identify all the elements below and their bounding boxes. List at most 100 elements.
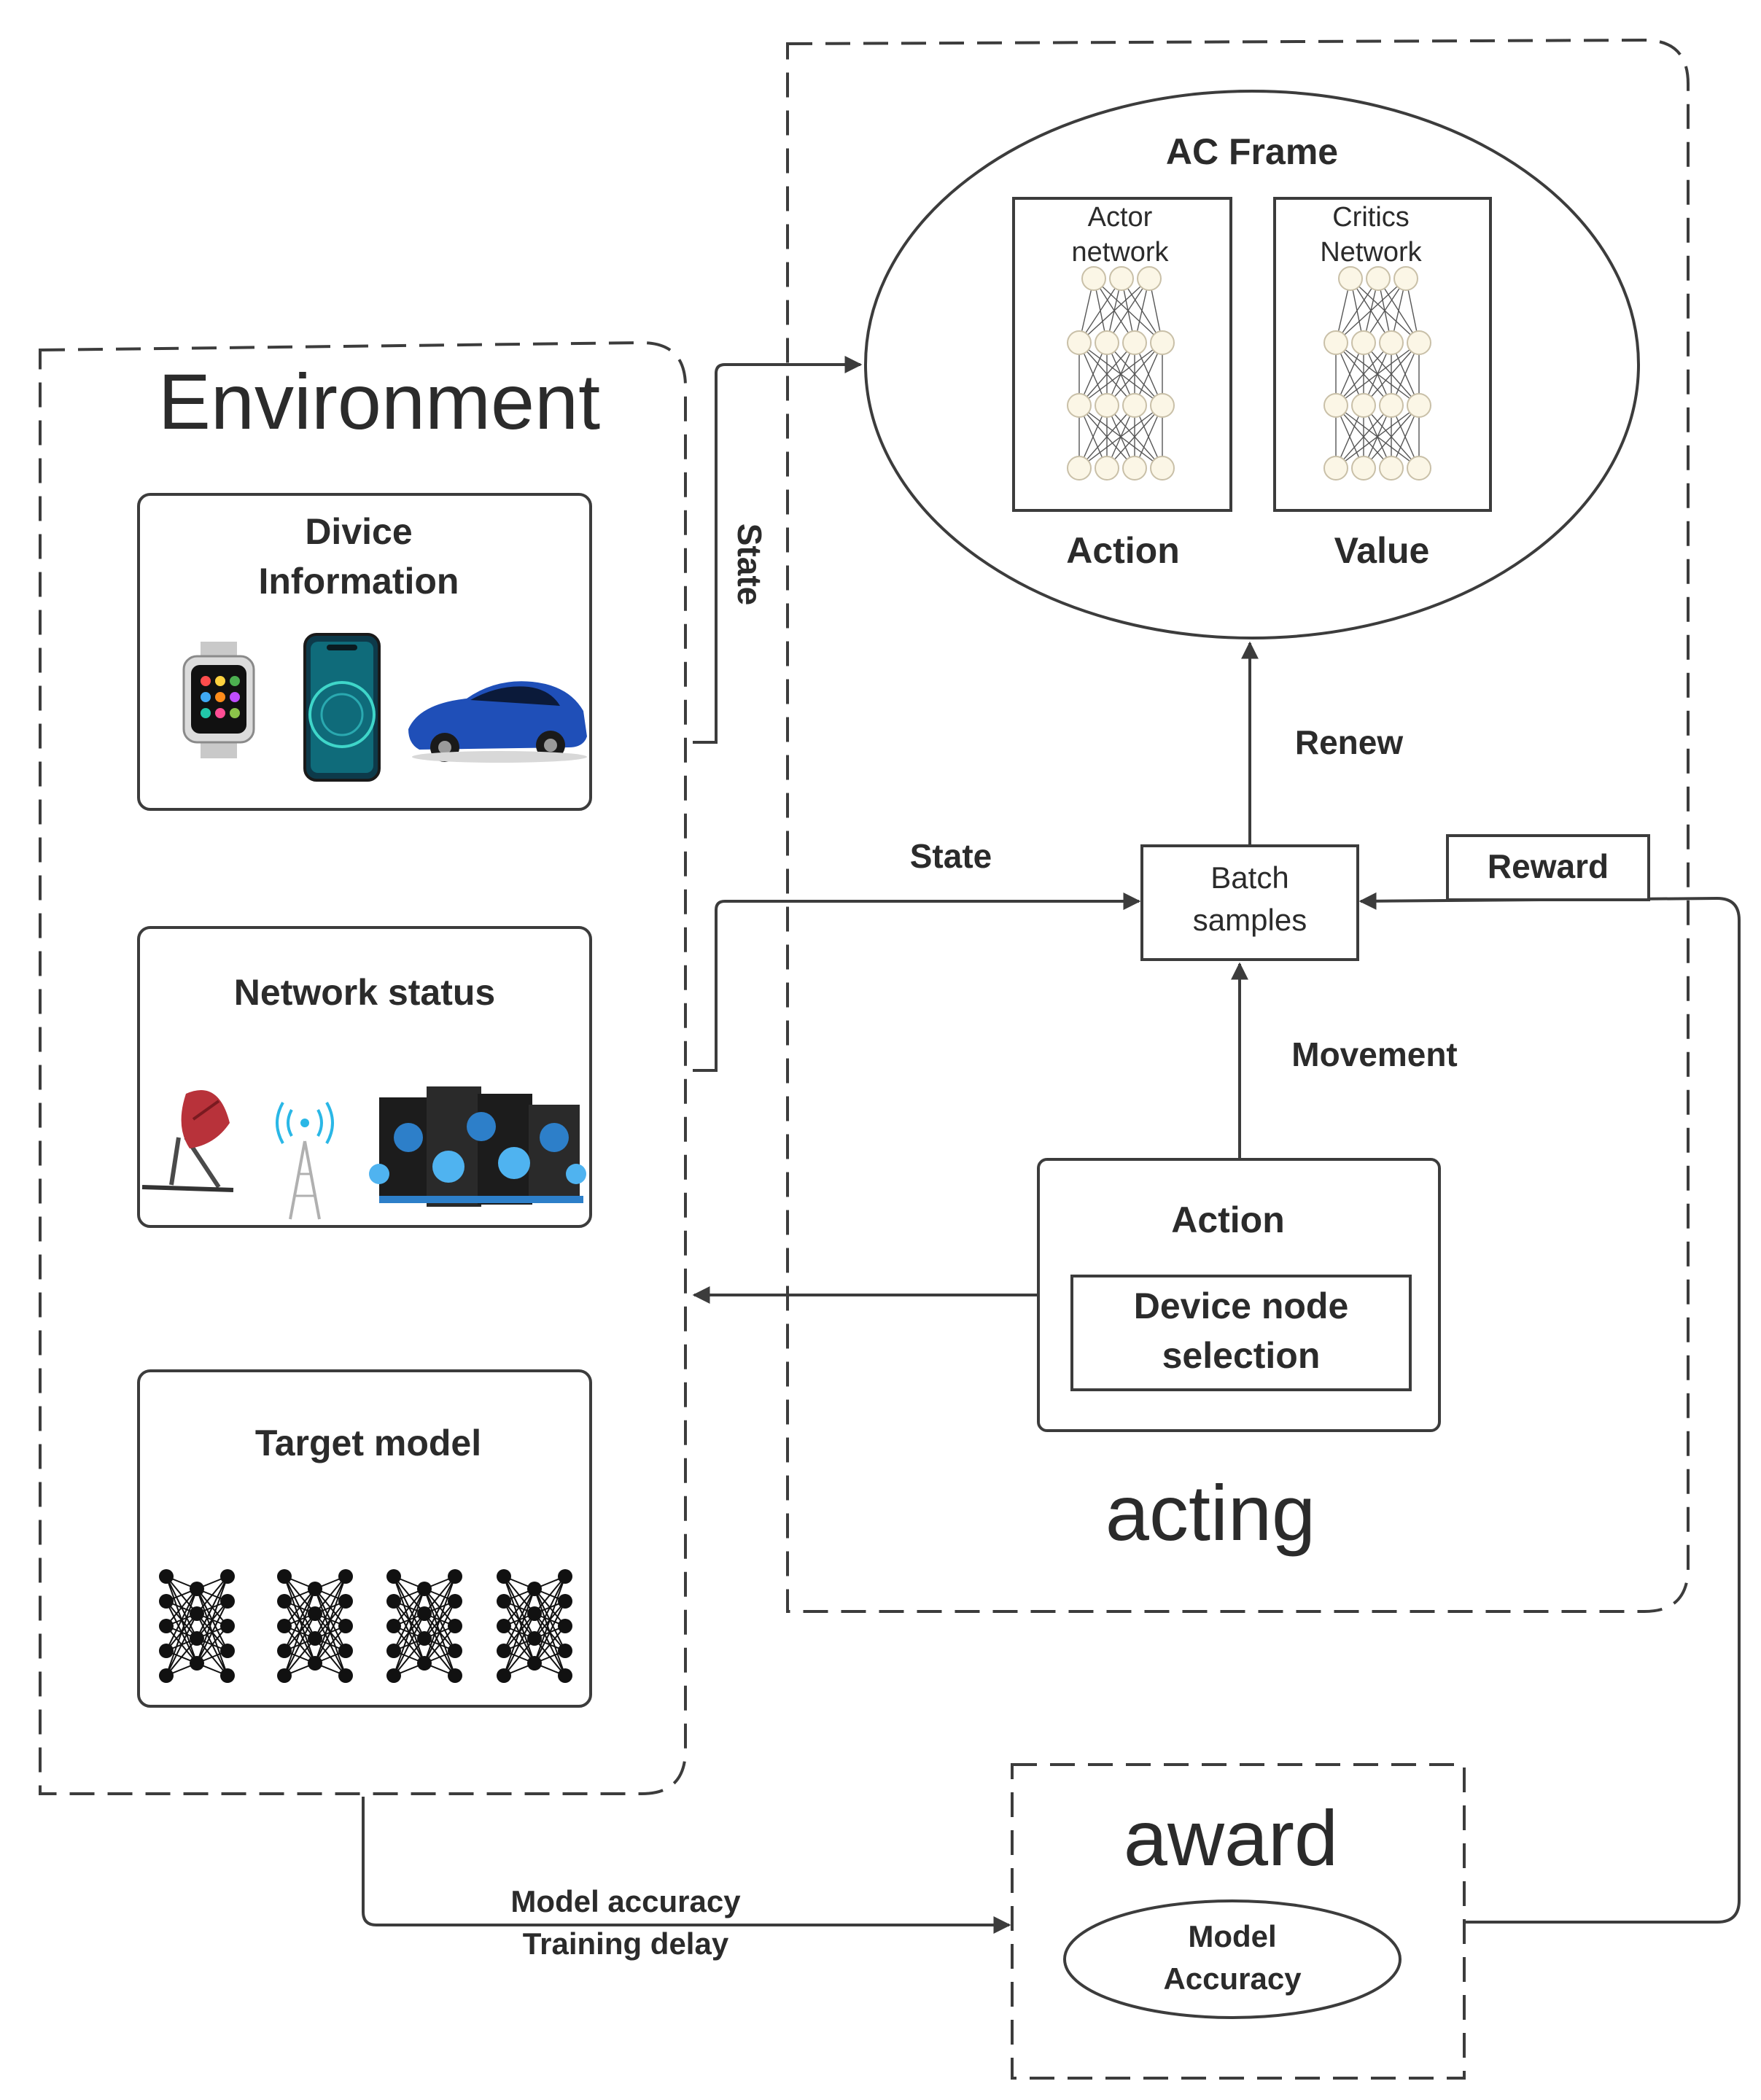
network-edge <box>1335 278 1407 343</box>
network-node <box>448 1668 462 1683</box>
network-edge <box>166 1588 198 1652</box>
network-edge <box>1106 405 1163 469</box>
target-model-network-icon <box>159 1569 235 1683</box>
satellite-dish-icon <box>141 1090 234 1192</box>
network-node <box>558 1668 572 1683</box>
network-edge <box>1363 342 1420 406</box>
batch-samples-box <box>1140 844 1359 961</box>
network-edge <box>503 1588 535 1652</box>
network-node <box>220 1619 235 1633</box>
network-node <box>386 1569 401 1584</box>
network-edge <box>314 1576 346 1614</box>
network-edge <box>284 1613 316 1676</box>
target-model-network-icon <box>497 1569 572 1683</box>
network-node <box>190 1656 204 1671</box>
target-model-networks <box>159 1569 572 1683</box>
network-node <box>1067 330 1092 355</box>
network-edge <box>284 1588 316 1676</box>
network-node <box>497 1594 511 1609</box>
network-edge <box>424 1625 456 1664</box>
network-node <box>417 1606 432 1621</box>
network-edge <box>1106 278 1150 343</box>
network-node <box>1407 330 1431 355</box>
network-node <box>1323 393 1348 418</box>
model-accuracy-line2: Accuracy <box>1163 1961 1302 1996</box>
network-node <box>527 1606 542 1621</box>
network-node <box>277 1594 292 1609</box>
network-node <box>159 1644 174 1658</box>
network-edge <box>314 1576 346 1639</box>
device-information-title-line2: Information <box>259 561 459 602</box>
network-edge <box>503 1638 535 1676</box>
network-node <box>220 1594 235 1609</box>
network-node <box>1109 266 1134 291</box>
network-node <box>497 1644 511 1658</box>
network-node <box>1150 393 1175 418</box>
network-edge <box>424 1576 456 1664</box>
device-node-selection-line1: Device node <box>1134 1286 1349 1326</box>
network-edge <box>393 1588 425 1627</box>
edge-bottom-label-line1: Model accuracy <box>510 1884 741 1918</box>
network-node <box>308 1606 322 1621</box>
actor-network-label-line1: Actor <box>1088 202 1153 233</box>
actor-network-label-line2: network <box>1071 237 1169 268</box>
network-node <box>1150 456 1175 481</box>
network-edge <box>314 1601 346 1664</box>
network-edge <box>196 1576 228 1614</box>
network-node <box>338 1644 353 1658</box>
edge-state-horizontal-label: State <box>910 837 992 875</box>
network-node <box>497 1569 511 1584</box>
network-node <box>1407 456 1431 481</box>
network-edge <box>1363 405 1420 469</box>
acting-container <box>786 38 1690 1613</box>
network-node <box>448 1594 462 1609</box>
environment-title: Environment <box>158 357 600 446</box>
network-edge <box>1363 278 1407 343</box>
network-node <box>159 1619 174 1633</box>
network-node <box>1150 330 1175 355</box>
acting-title: acting <box>1105 1469 1315 1557</box>
network-edge <box>534 1601 566 1664</box>
network-node <box>1122 393 1147 418</box>
network-node <box>558 1619 572 1633</box>
network-node <box>1351 393 1376 418</box>
network-node <box>448 1569 462 1584</box>
network-node <box>386 1594 401 1609</box>
network-node <box>1137 266 1162 291</box>
network-node <box>558 1569 572 1584</box>
network-edge <box>1078 342 1163 406</box>
network-status-title: Network status <box>234 972 495 1013</box>
network-edge <box>1106 342 1163 406</box>
network-edge <box>424 1601 456 1664</box>
network-node <box>190 1606 204 1621</box>
network-edge <box>393 1638 425 1676</box>
network-edge <box>393 1588 425 1676</box>
network-node <box>1351 330 1376 355</box>
network-node <box>1122 330 1147 355</box>
network-edge <box>1078 405 1135 469</box>
award-title: award <box>1124 1794 1338 1882</box>
model-accuracy-line1: Model <box>1188 1919 1276 1953</box>
network-node <box>417 1631 432 1646</box>
network-edge <box>284 1588 316 1627</box>
network-edge <box>284 1638 316 1676</box>
network-edge <box>393 1588 425 1652</box>
network-edge <box>166 1588 198 1627</box>
device-node-selection-box <box>1070 1275 1412 1391</box>
edge-reward <box>1358 892 1741 1924</box>
critics-network-graph <box>1323 266 1431 481</box>
network-node <box>1393 266 1418 291</box>
network-edge <box>196 1601 228 1664</box>
network-node <box>448 1644 462 1658</box>
batch-samples-line1: Batch <box>1210 860 1288 895</box>
network-edge <box>503 1613 535 1676</box>
network-node <box>1407 393 1431 418</box>
edge-state-vertical-label: State <box>731 524 769 605</box>
smartphone-icon <box>303 633 381 782</box>
network-node <box>1323 330 1348 355</box>
award-container <box>1011 1763 1466 2080</box>
network-node <box>527 1631 542 1646</box>
network-node <box>277 1644 292 1658</box>
network-edge <box>166 1638 198 1676</box>
network-node <box>159 1594 174 1609</box>
